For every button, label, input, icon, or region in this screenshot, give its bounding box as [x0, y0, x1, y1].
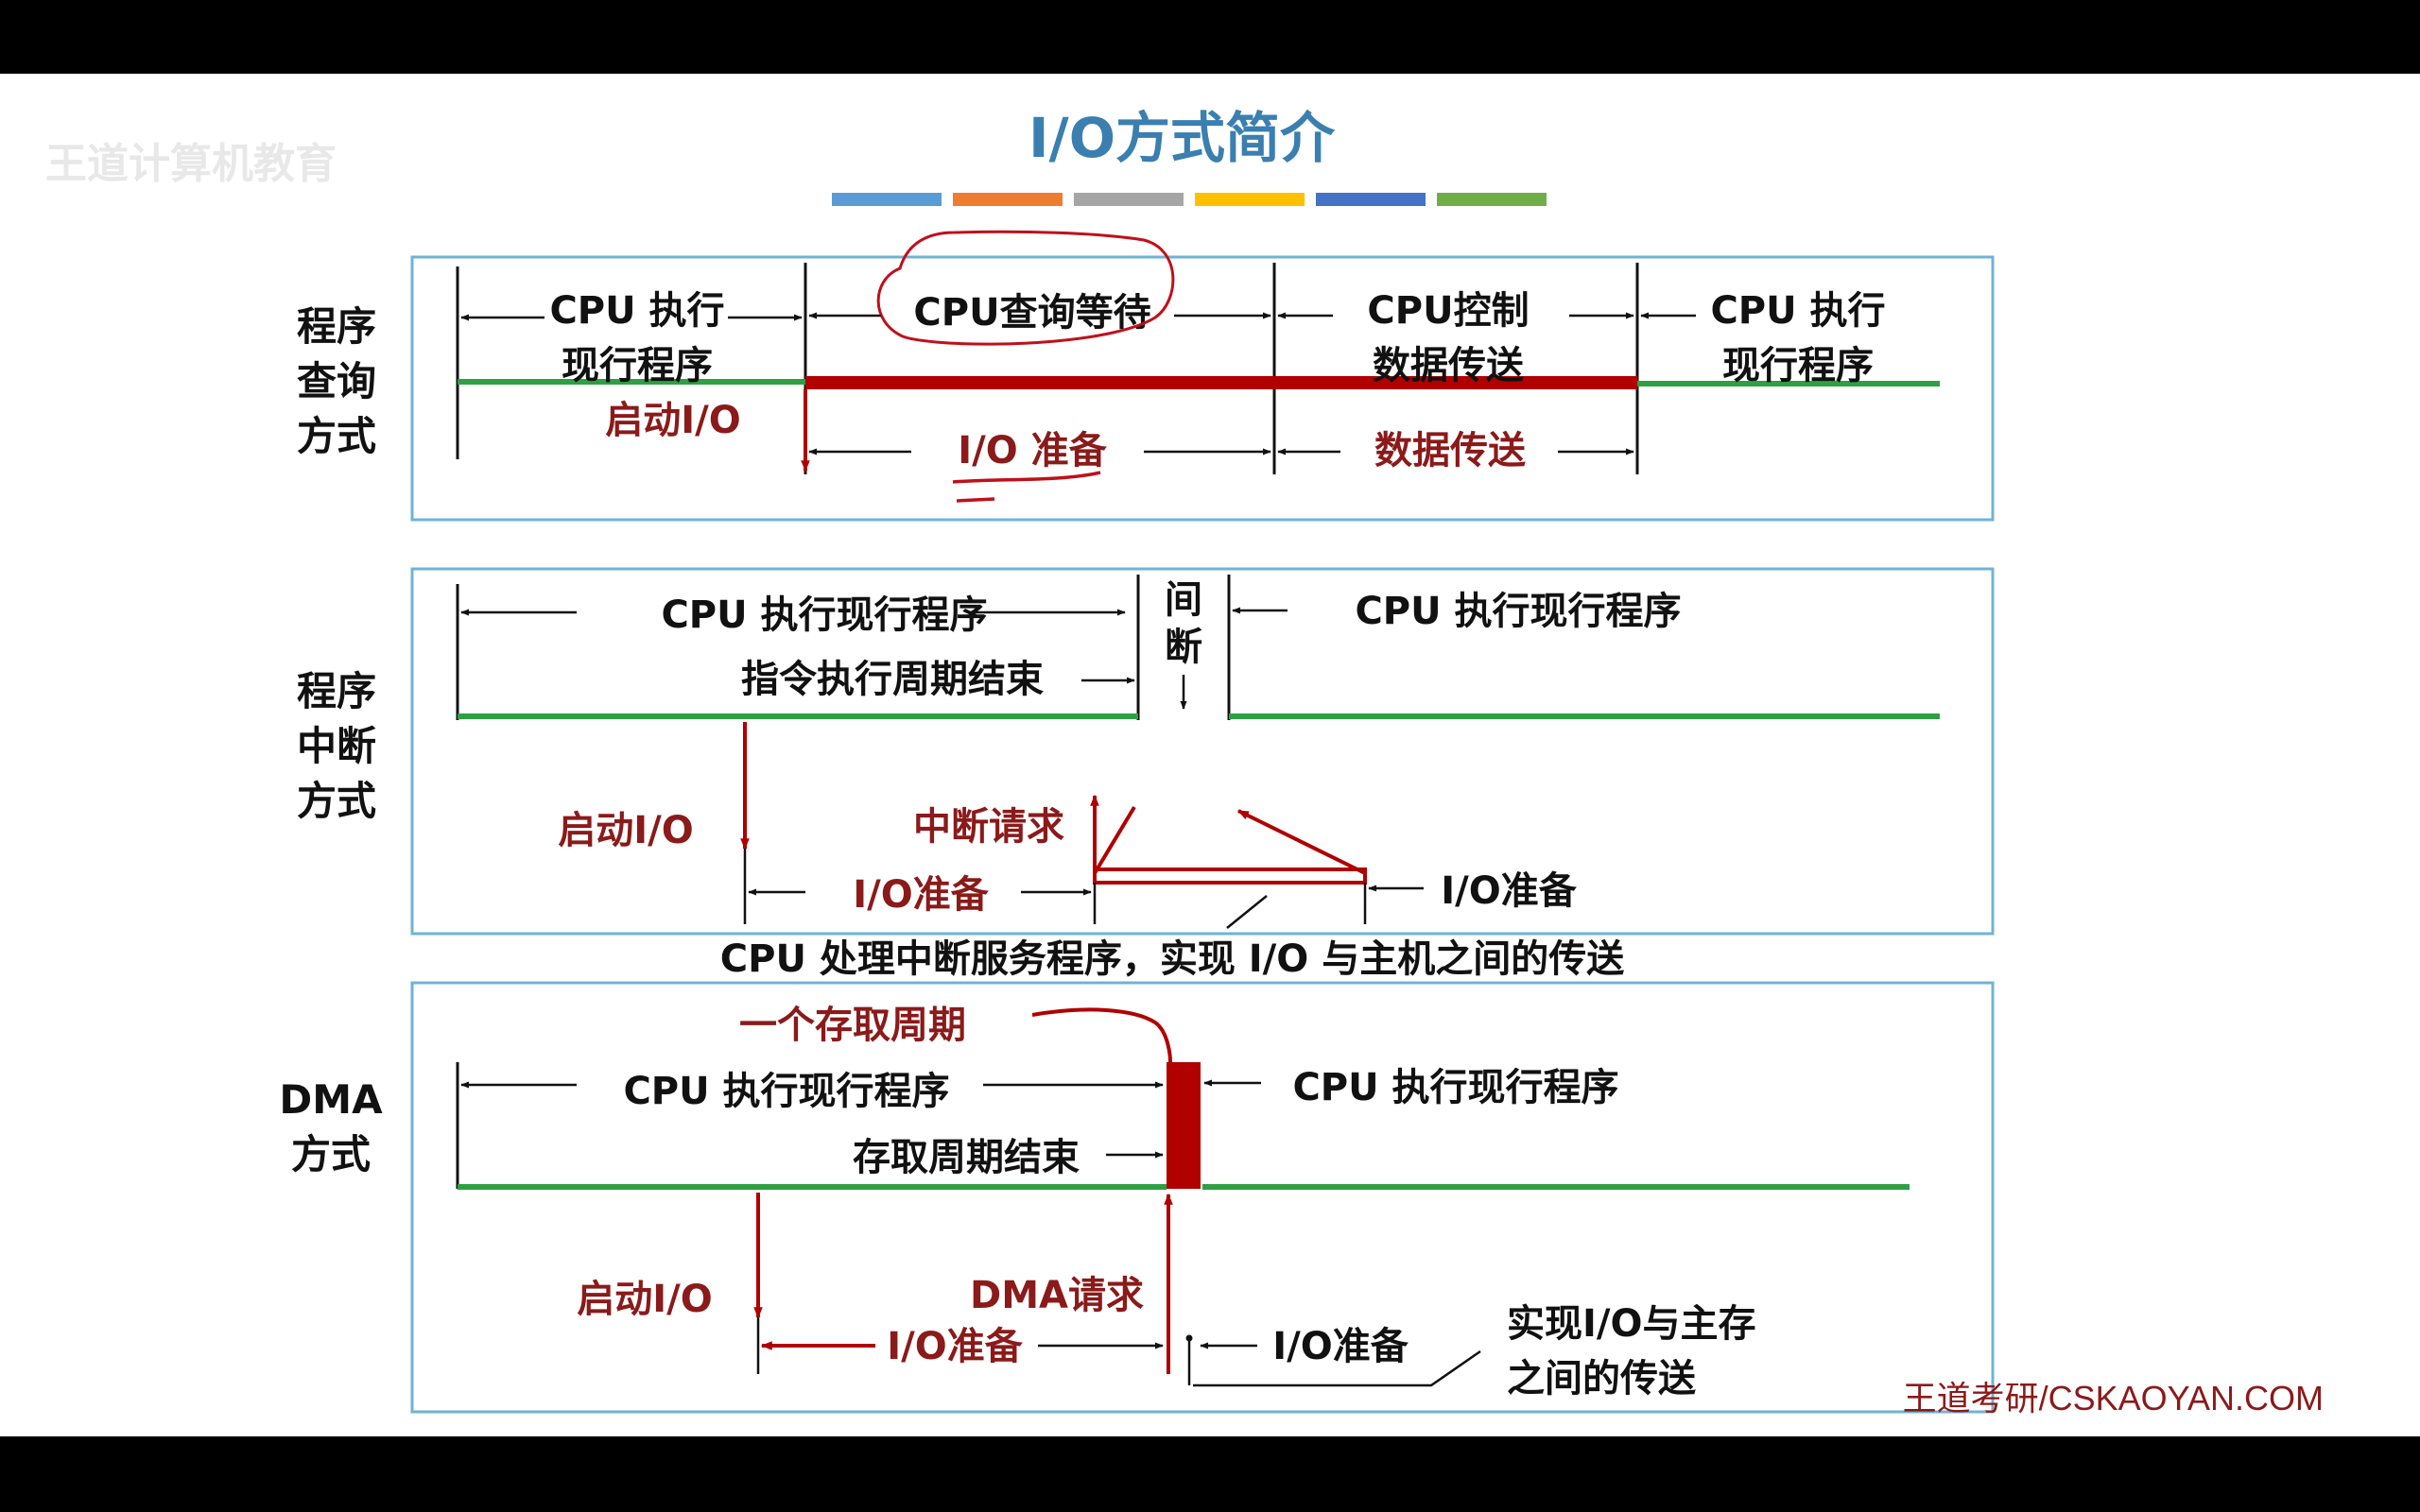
io-methods-diagram: 王道计算机教育 I/O方式简介 程序 查询 方式 CPU 执行 现行程序 CPU… — [45, 106, 2324, 1418]
interrupt-cpu-exec1: CPU 执行现行程序 — [661, 593, 987, 637]
polling-method-label-3: 方式 — [297, 413, 376, 459]
title-bar-3 — [1074, 193, 1184, 206]
dma-box — [410, 981, 1995, 1414]
polling-io-bar — [805, 376, 1637, 389]
interrupt-io-prepare2: I/O准备 — [1441, 869, 1577, 913]
title-color-bars — [832, 193, 1547, 206]
polling-prepare-underline-annotation — [952, 471, 1101, 484]
polling-method-label-1: 程序 — [297, 303, 376, 350]
interrupt-gap-2: 断 — [1165, 626, 1202, 669]
interrupt-method-label-2: 中断 — [297, 723, 376, 769]
logo: 王道计算机教育 — [45, 140, 337, 188]
polling-cpu-ctrl-line1: CPU控制 — [1367, 289, 1529, 333]
title-bar-4 — [1195, 193, 1305, 206]
dma-transfer-line1: 实现I/O与主存 — [1507, 1302, 1756, 1346]
footer-brand: 王道考研/CSKAOYAN.COM — [1903, 1379, 2324, 1418]
dma-prepare2-dot — [1185, 1334, 1193, 1342]
interrupt-cpu-exec2: CPU 执行现行程序 — [1355, 590, 1681, 633]
polling-start-io: 启动I/O — [605, 399, 741, 442]
dma-panel: DMA 方式 一个存取周期 CPU 执行现行程序 存取周期结束 CPU 执行现行… — [279, 981, 1995, 1414]
polling-cpu-ctrl-line2: 数据传送 — [1373, 344, 1524, 387]
dma-method-label-2: 方式 — [291, 1131, 371, 1177]
dma-cycle-end: 存取周期结束 — [853, 1136, 1080, 1179]
interrupt-start-io: 启动I/O — [558, 809, 694, 852]
interrupt-method-label-3: 方式 — [297, 778, 376, 824]
polling-method-label-2: 查询 — [297, 358, 376, 404]
polling-wait-circle-annotation — [876, 230, 1175, 346]
dma-transfer-line2: 之间的传送 — [1507, 1357, 1696, 1400]
dma-io-prepare: I/O准备 — [887, 1325, 1023, 1368]
interrupt-request-diagonal — [1093, 805, 1136, 875]
dma-cpu-exec1: CPU 执行现行程序 — [623, 1070, 949, 1113]
polling-io-prepare: I/O 准备 — [958, 429, 1107, 472]
polling-cpu-wait: CPU查询等待 — [913, 291, 1150, 335]
interrupt-panel: 程序 中断 方式 CPU 执行现行程序 指令执行周期结束 间 断 CPU 执行现… — [297, 567, 1995, 981]
dma-request: DMA请求 — [970, 1274, 1144, 1317]
polling-cpu-exec1-line2: 现行程序 — [562, 344, 713, 387]
polling-cpu-exec2-line1: CPU 执行 — [1710, 289, 1885, 333]
interrupt-int-request: 中断请求 — [913, 805, 1064, 849]
title-bar-5 — [1316, 193, 1426, 206]
title-bar-1 — [832, 193, 942, 206]
title-bar-6 — [1437, 193, 1547, 206]
polling-prepare-underline2-annotation — [956, 497, 995, 503]
polling-data-transfer: 数据传送 — [1374, 429, 1526, 472]
interrupt-service-label: CPU 处理中断服务程序，实现 I/O 与主机之间的传送 — [720, 937, 1624, 981]
dma-transfer-pointer — [1193, 1349, 1481, 1387]
title-bar-2 — [953, 193, 1063, 206]
dma-access-cycle-bar — [1167, 1062, 1201, 1189]
interrupt-io-prepare: I/O准备 — [853, 873, 989, 917]
polling-cpu-exec2-line2: 现行程序 — [1722, 344, 1874, 387]
interrupt-method-label-1: 程序 — [297, 668, 376, 714]
polling-panel: 程序 查询 方式 CPU 执行 现行程序 CPU查询等待 CPU控制 数据传送 … — [297, 230, 1995, 522]
dma-io-prepare2: I/O准备 — [1272, 1325, 1409, 1368]
interrupt-instr-end: 指令执行周期结束 — [741, 658, 1044, 701]
polling-box — [410, 255, 1995, 522]
dma-one-cycle: 一个存取周期 — [739, 1004, 966, 1047]
interrupt-gap-1: 间 — [1165, 578, 1202, 622]
dma-method-label-1: DMA — [279, 1076, 383, 1123]
dma-cpu-exec2: CPU 执行现行程序 — [1292, 1066, 1618, 1109]
interrupt-service-pointer — [1226, 895, 1268, 929]
dma-one-cycle-pointer — [1031, 1007, 1172, 1063]
page-title: I/O方式简介 — [1028, 106, 1336, 170]
interrupt-box — [410, 567, 1995, 936]
interrupt-service-bar — [1093, 868, 1367, 885]
interrupt-return-arrow — [1236, 809, 1366, 875]
polling-cpu-exec1-line1: CPU 执行 — [549, 289, 724, 333]
slide: 王道计算机教育 I/O方式简介 程序 查询 方式 CPU 执行 现行程序 CPU… — [0, 74, 2420, 1436]
dma-start-io: 启动I/O — [577, 1278, 713, 1321]
